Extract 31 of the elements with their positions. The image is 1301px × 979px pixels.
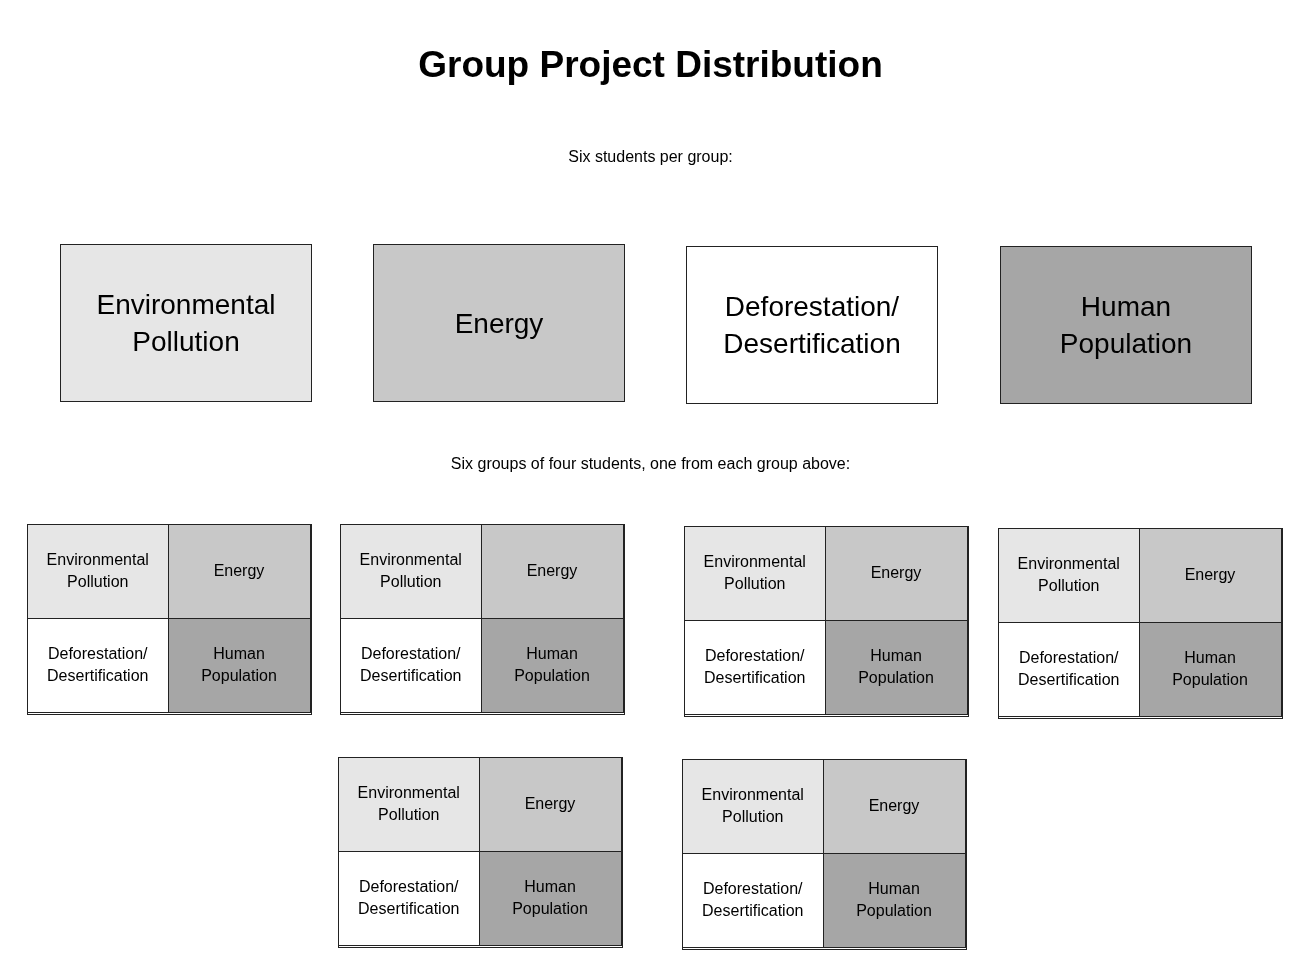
topic-box: Deforestation/ Desertification <box>686 246 938 404</box>
topic-cell: Human Population <box>1138 621 1282 717</box>
topic-cell: Energy <box>167 523 311 619</box>
topic-cell: Human Population <box>478 850 622 946</box>
group-grid <box>998 528 1283 719</box>
topic-box: Energy <box>373 244 625 402</box>
topic-cell: Energy <box>480 523 624 619</box>
topic-cell: Environmental Pollution <box>683 525 826 621</box>
topic-cell: Energy <box>822 758 966 854</box>
topic-cell: Environmental Pollution <box>337 756 480 852</box>
topic-cell: Environmental Pollution <box>339 523 482 619</box>
title: Group Project Distribution <box>417 44 884 86</box>
topic-box: Human Population <box>1000 246 1252 404</box>
topic-cell: Environmental Pollution <box>26 523 169 619</box>
topic-cell: Environmental Pollution <box>997 527 1140 623</box>
topic-box: Environmental Pollution <box>60 244 312 402</box>
topic-cell: Human Population <box>824 619 968 715</box>
topic-cell: Human Population <box>822 852 966 948</box>
group-grid <box>340 524 625 715</box>
group-grid <box>682 759 967 950</box>
note-text: Six groups of four students, one from each group above: <box>449 455 852 473</box>
topic-cell: Energy <box>1138 527 1282 623</box>
topic-cell: Environmental Pollution <box>681 758 824 854</box>
group-grid <box>338 757 623 948</box>
note-text: Six students per group: <box>567 148 734 166</box>
topic-cell: Energy <box>824 525 968 621</box>
topic-cell: Human Population <box>480 617 624 713</box>
group-grid <box>27 524 312 715</box>
group-grid <box>684 526 969 717</box>
topic-cell: Energy <box>478 756 622 852</box>
topic-cell: Human Population <box>167 617 311 713</box>
